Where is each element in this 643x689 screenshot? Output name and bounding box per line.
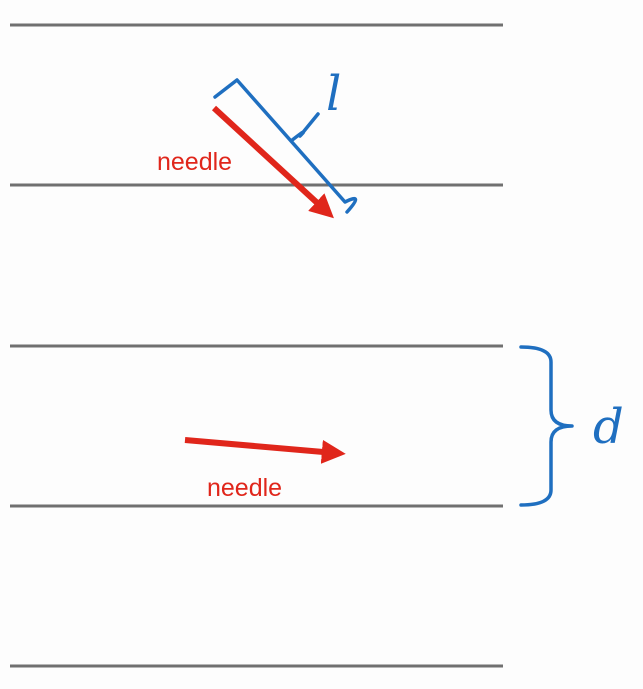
needle-2-arrow [184,437,346,464]
needle-1-arrow [211,105,334,219]
needle-1-label: needle [157,148,232,176]
needle-2-label: needle [207,474,282,502]
spacing-bracket [519,345,574,507]
spacing-symbol: d [593,399,624,455]
length-symbol: l [326,66,341,122]
parallel-lines [10,23,503,668]
length-bracket [213,78,358,214]
